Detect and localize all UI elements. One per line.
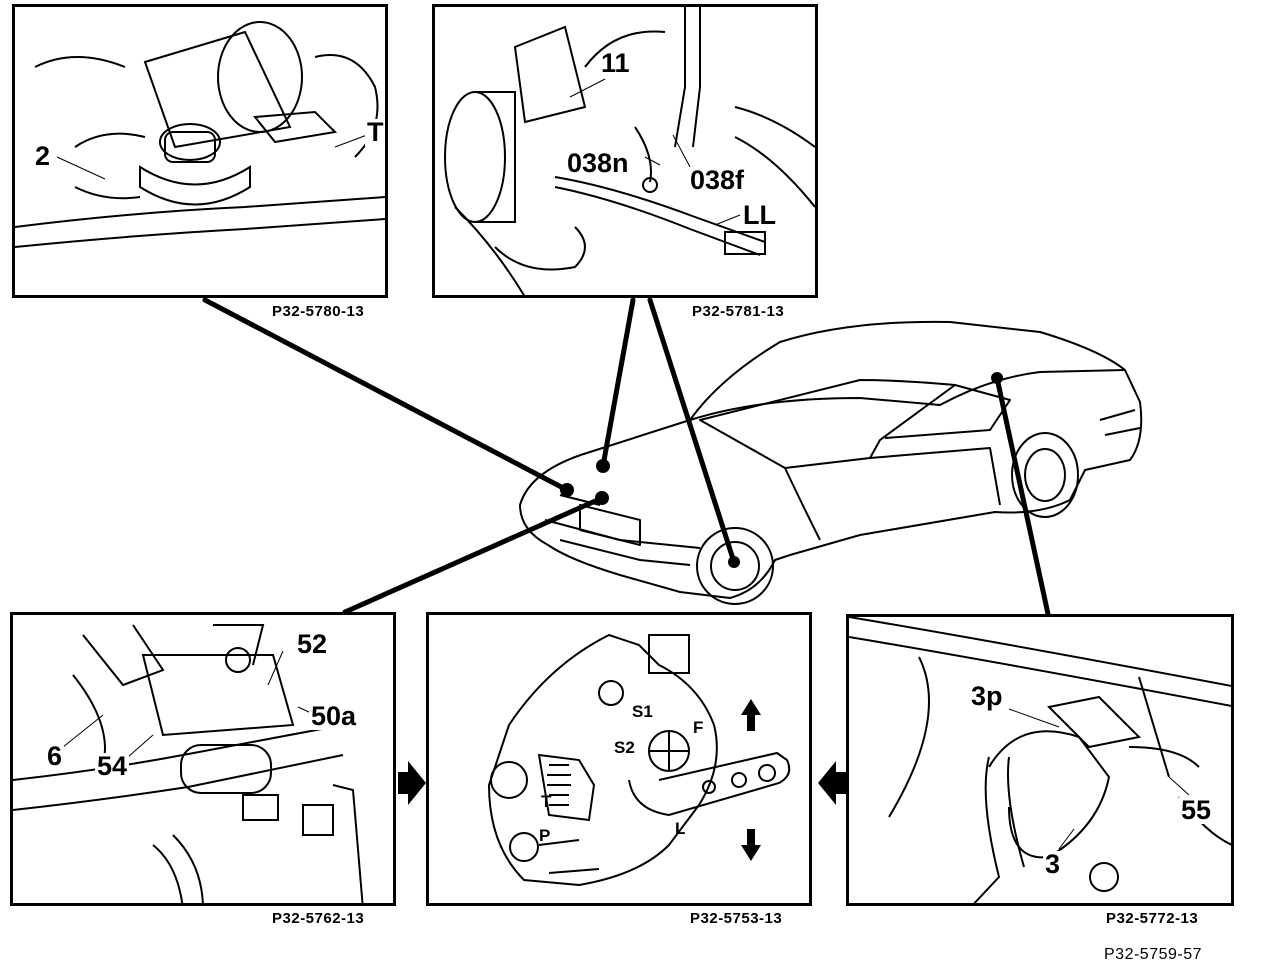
pump-sketch [444, 7, 815, 295]
label-F: F [693, 718, 704, 737]
panel-bottom-center: S1 S2 F T P L [426, 612, 812, 906]
label-6: 6 [45, 741, 65, 771]
label-55: 55 [1179, 795, 1214, 825]
label-54: 54 [95, 751, 130, 781]
down-arrow-icon [741, 829, 761, 861]
connector-top-center-b [647, 297, 737, 565]
dot-steering [595, 491, 609, 505]
label-S1: S1 [632, 702, 653, 721]
label-038f: 038f [688, 165, 747, 195]
panel-bottom-left: 52 50a 6 54 [10, 612, 396, 906]
panel-bottom-right: 3p 55 3 [846, 614, 1234, 906]
rear-unit-sketch [849, 617, 1231, 903]
label-L: L [675, 819, 686, 838]
label-T: T [365, 117, 385, 147]
connector-top-left [202, 297, 570, 493]
label-11: 11 [601, 48, 630, 78]
label-P-port: P [539, 826, 551, 845]
label-3p: 3p [971, 681, 1003, 711]
panel-code-top-center: P32-5781-13 [692, 303, 785, 320]
figure-code: P32-5759-57 [1104, 946, 1203, 963]
connector-bottom-left [342, 495, 605, 615]
label-T-port: T [541, 792, 552, 811]
valve-block-sketch [13, 624, 364, 903]
location-dots [560, 372, 1003, 568]
label-038n: 038n [565, 148, 631, 178]
label-LL: LL [741, 200, 778, 230]
label-52: 52 [297, 629, 328, 659]
panel-code-top-left: P32-5780-13 [272, 303, 365, 320]
steering-valve-sketch [487, 633, 791, 887]
panel-top-left: 2 T [12, 4, 388, 298]
panel-top-center: 11 038n 038f LL [432, 4, 818, 298]
panel-code-bottom-right: P32-5772-13 [1106, 910, 1199, 927]
label-3: 3 [1043, 849, 1063, 879]
label-2: 2 [33, 141, 53, 171]
dot-fuel-filter [560, 483, 574, 497]
panel-code-bottom-center: P32-5753-13 [690, 910, 783, 927]
left-arrow-icon [818, 761, 846, 805]
dot-front-wheel [728, 556, 740, 568]
up-arrow-icon [741, 699, 761, 731]
connector-top-center-a [600, 297, 636, 469]
right-arrow-icon [398, 761, 426, 805]
dot-pump [596, 459, 610, 473]
label-S2: S2 [614, 738, 635, 757]
panel-code-bottom-left: P32-5762-13 [272, 910, 365, 927]
dot-rear [991, 372, 1003, 384]
connector-bottom-right [994, 375, 1051, 617]
label-50a: 50a [309, 701, 359, 731]
